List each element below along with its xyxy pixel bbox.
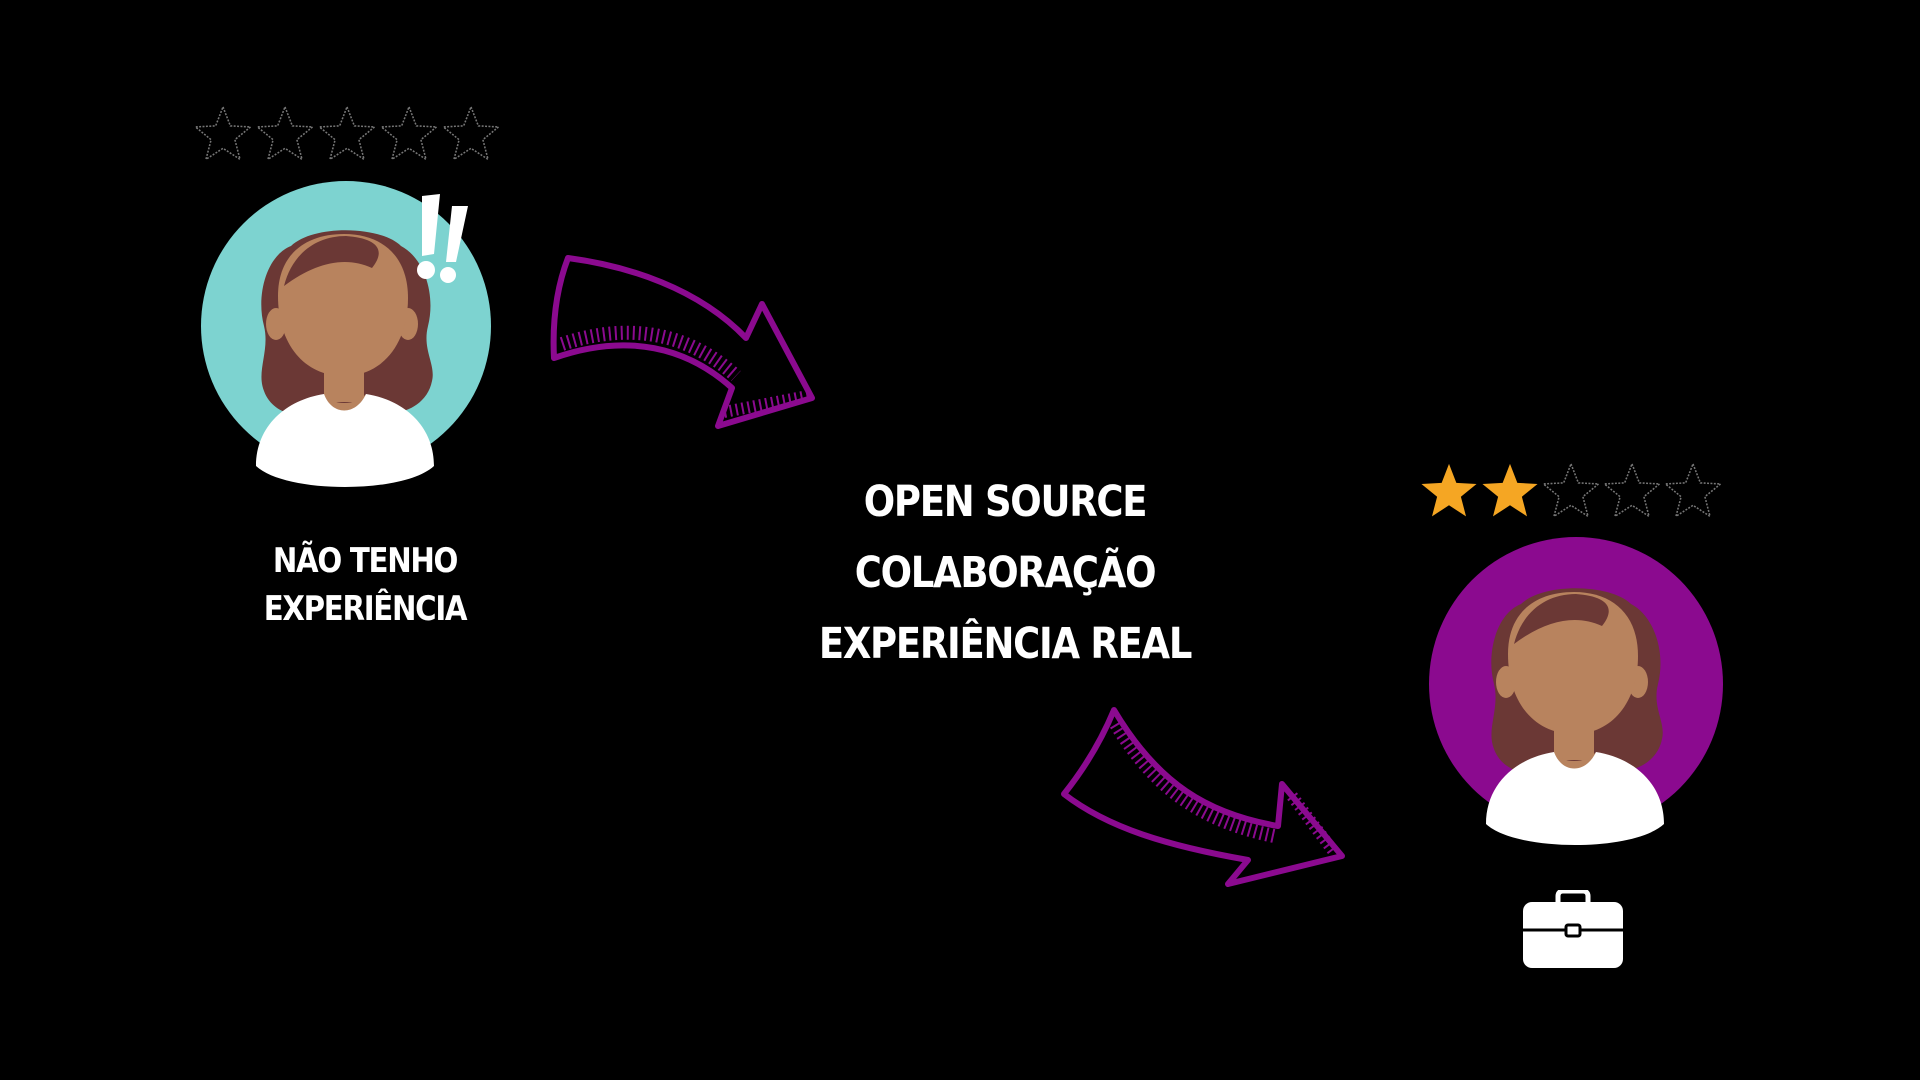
- star-empty-icon: [318, 105, 376, 162]
- star-empty-icon: [1542, 462, 1600, 519]
- star-empty-icon: [256, 105, 314, 162]
- arrow-to-experience-icon: [1061, 707, 1345, 887]
- label-before-line-1: NÃO TENHO: [272, 541, 459, 581]
- arrow-to-open-source-icon: [550, 255, 815, 429]
- label-middle-line-3: EXPERIÊNCIA REAL: [818, 619, 1193, 669]
- rating-after: [1420, 462, 1722, 520]
- star-empty-icon: [442, 105, 500, 162]
- star-empty-icon: [380, 105, 438, 162]
- briefcase-icon: [1523, 890, 1623, 968]
- star-filled-icon: [1482, 463, 1538, 517]
- avatar-before: [201, 181, 491, 487]
- star-empty-icon: [1664, 462, 1722, 519]
- person-icon: [1486, 588, 1664, 845]
- star-empty-icon: [1603, 462, 1661, 519]
- label-middle: OPEN SOURCE COLABORAÇÃO EXPERIÊNCIA REAL: [812, 467, 1199, 680]
- rating-before: [194, 105, 500, 163]
- star-filled-icon: [1421, 463, 1477, 517]
- avatar-after: [1429, 537, 1723, 845]
- label-middle-line-2: COLABORAÇÃO: [854, 548, 1157, 598]
- star-empty-icon: [194, 105, 252, 162]
- person-icon: [256, 230, 434, 487]
- label-before: NÃO TENHO EXPERIÊNCIA: [236, 537, 494, 633]
- double-exclamation-icon: [417, 194, 468, 283]
- label-before-line-2: EXPERIÊNCIA: [263, 589, 468, 629]
- label-middle-line-1: OPEN SOURCE: [863, 477, 1148, 527]
